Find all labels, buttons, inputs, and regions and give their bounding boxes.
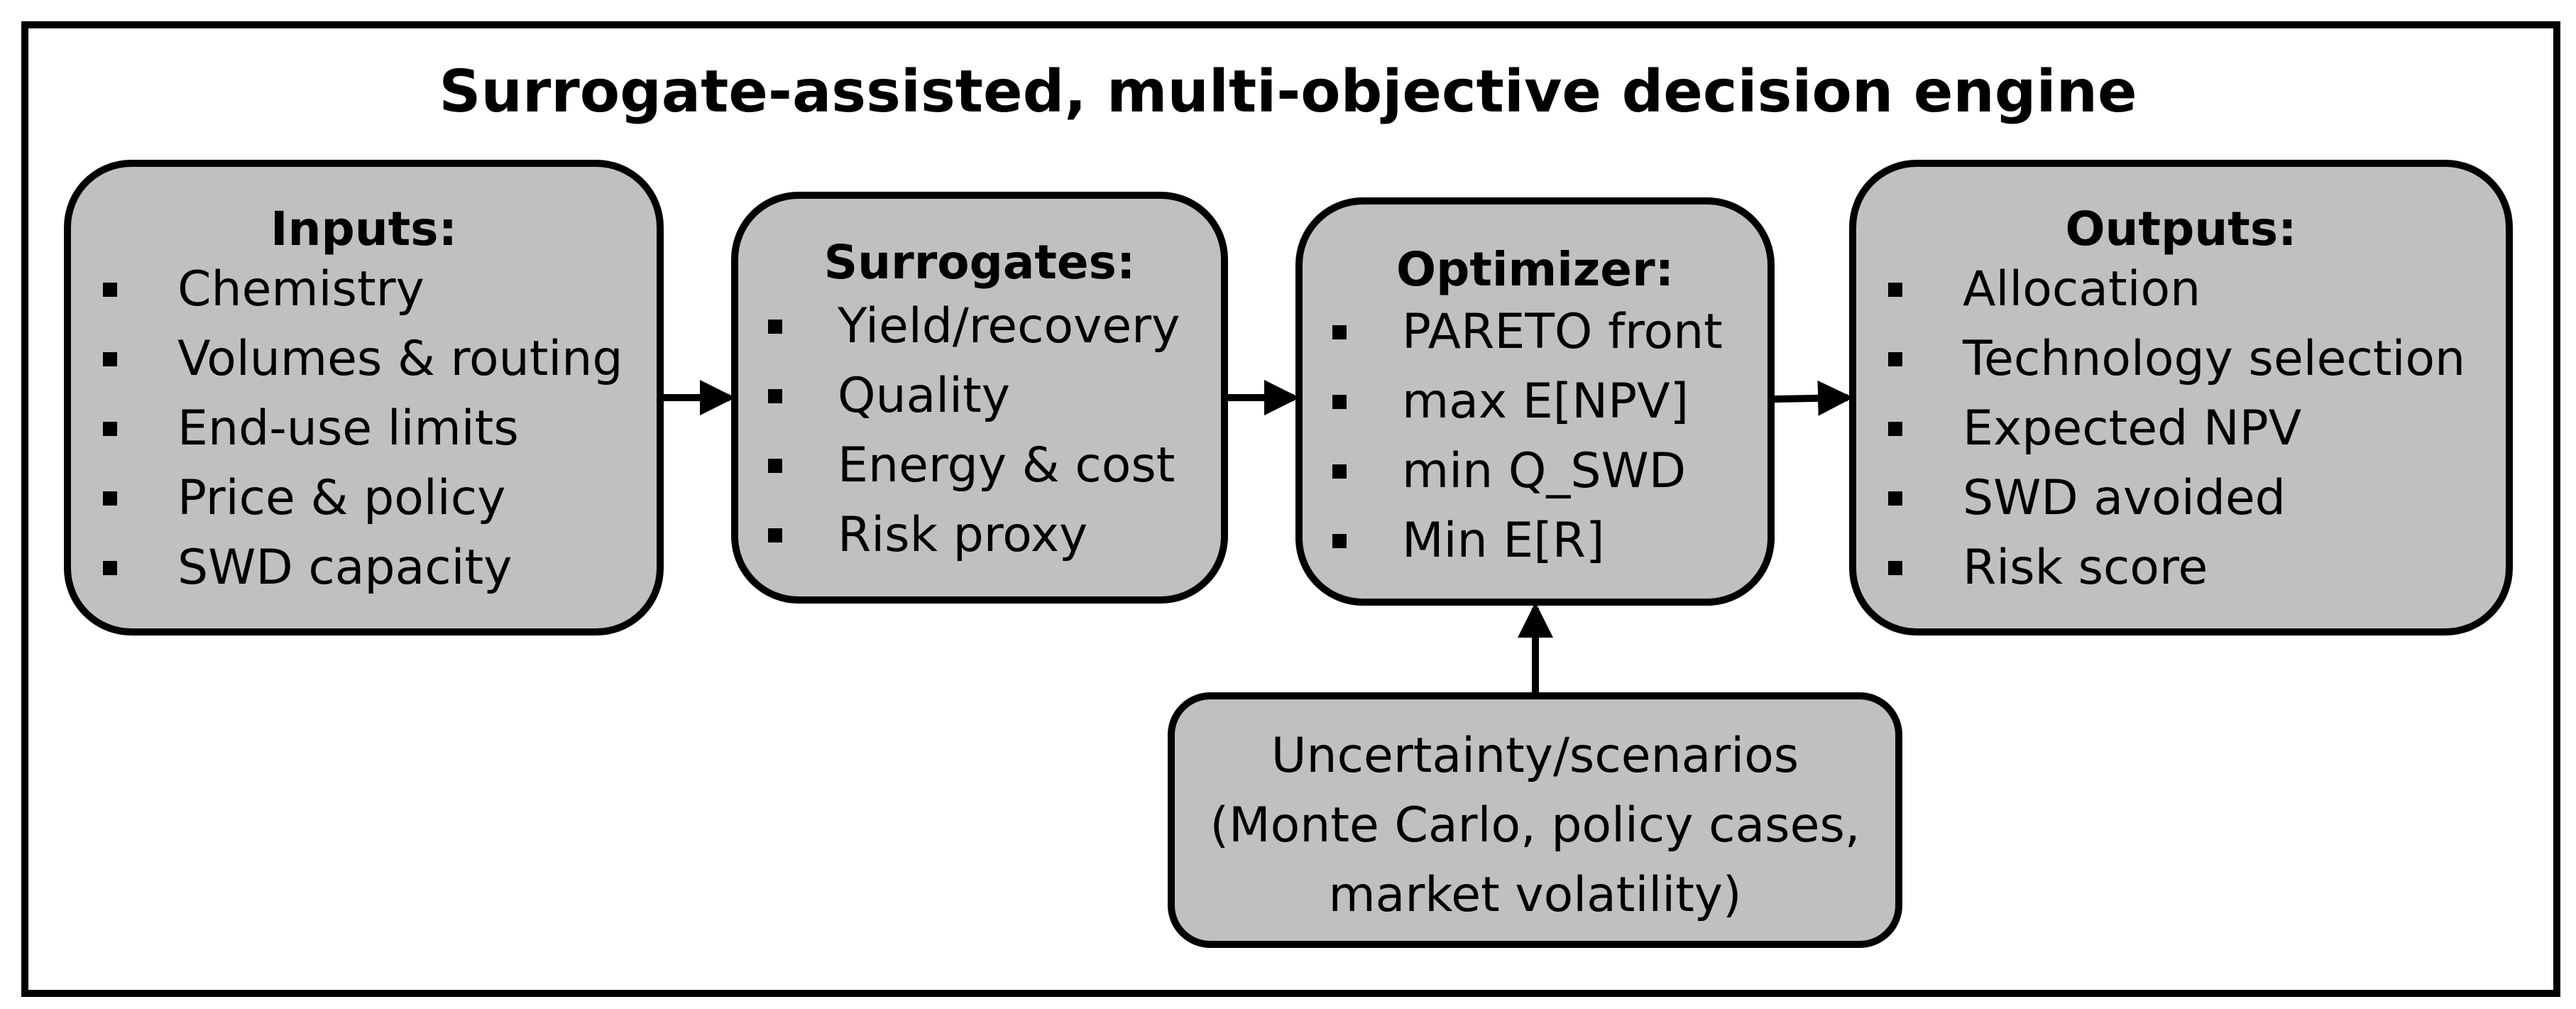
bullet-marker xyxy=(103,283,117,297)
outputs-item: SWD avoided xyxy=(1963,470,2286,526)
uncertainty-line: market volatility) xyxy=(1328,867,1742,923)
bullet-marker xyxy=(1332,325,1347,339)
optimizer-item: PARETO front xyxy=(1402,304,1723,360)
optimizer-heading: Optimizer: xyxy=(1396,242,1675,297)
outputs-item: Allocation xyxy=(1963,261,2201,317)
bullet-marker xyxy=(768,389,782,403)
outputs-item: Risk score xyxy=(1963,540,2208,596)
surrogates-item: Quality xyxy=(838,368,1010,424)
optimizer-box: Optimizer: PARETO front max E[NPV] min Q… xyxy=(1295,197,1775,606)
uncertainty-line: Uncertainty/scenarios xyxy=(1271,728,1799,784)
outputs-box: Outputs: Allocation Technology selection… xyxy=(1849,160,2513,636)
bullet-marker xyxy=(1888,422,1902,436)
bullet-marker xyxy=(768,528,782,542)
bullet-marker xyxy=(768,320,782,334)
optimizer-item: max E[NPV] xyxy=(1402,373,1689,430)
bullet-marker xyxy=(1332,395,1347,409)
bullet-marker xyxy=(1888,491,1902,506)
inputs-item: Volumes & routing xyxy=(177,331,623,387)
inputs-item: Chemistry xyxy=(177,261,424,317)
uncertainty-line: (Monte Carlo, policy cases, xyxy=(1210,797,1860,853)
inputs-item: Price & policy xyxy=(177,470,506,526)
bullet-marker xyxy=(1888,352,1902,366)
surrogates-box: Surrogates: Yield/recovery Quality Energ… xyxy=(731,192,1228,604)
bullet-marker xyxy=(1332,534,1347,548)
bullet-marker xyxy=(1888,561,1902,575)
surrogates-item: Yield/recovery xyxy=(838,298,1180,354)
outputs-item: Expected NPV xyxy=(1963,400,2302,457)
bullet-marker xyxy=(1332,464,1347,479)
surrogates-item: Energy & cost xyxy=(838,437,1175,493)
optimizer-item: min Q_SWD xyxy=(1402,443,1687,499)
bullet-marker xyxy=(103,422,117,436)
bullet-marker xyxy=(103,561,117,575)
bullet-marker xyxy=(103,491,117,506)
surrogates-heading: Surrogates: xyxy=(823,235,1136,290)
bullet-marker xyxy=(768,459,782,473)
arrow-optimizer-to-outputs xyxy=(1774,380,1853,416)
outputs-heading: Outputs: xyxy=(2065,202,2297,256)
bullet-marker xyxy=(1888,283,1902,297)
optimizer-item: Min E[R] xyxy=(1402,513,1605,569)
inputs-item: End-use limits xyxy=(177,400,519,457)
uncertainty-box: Uncertainty/scenarios (Monte Carlo, poli… xyxy=(1168,692,1902,948)
bullet-marker xyxy=(103,352,117,366)
inputs-item: SWD capacity xyxy=(177,540,513,596)
inputs-heading: Inputs: xyxy=(270,202,457,256)
inputs-box: Inputs: Chemistry Volumes & routing End-… xyxy=(64,160,664,636)
outputs-item: Technology selection xyxy=(1963,331,2466,387)
diagram-title: Surrogate-assisted, multi-objective deci… xyxy=(439,58,2137,126)
surrogates-item: Risk proxy xyxy=(838,507,1088,563)
